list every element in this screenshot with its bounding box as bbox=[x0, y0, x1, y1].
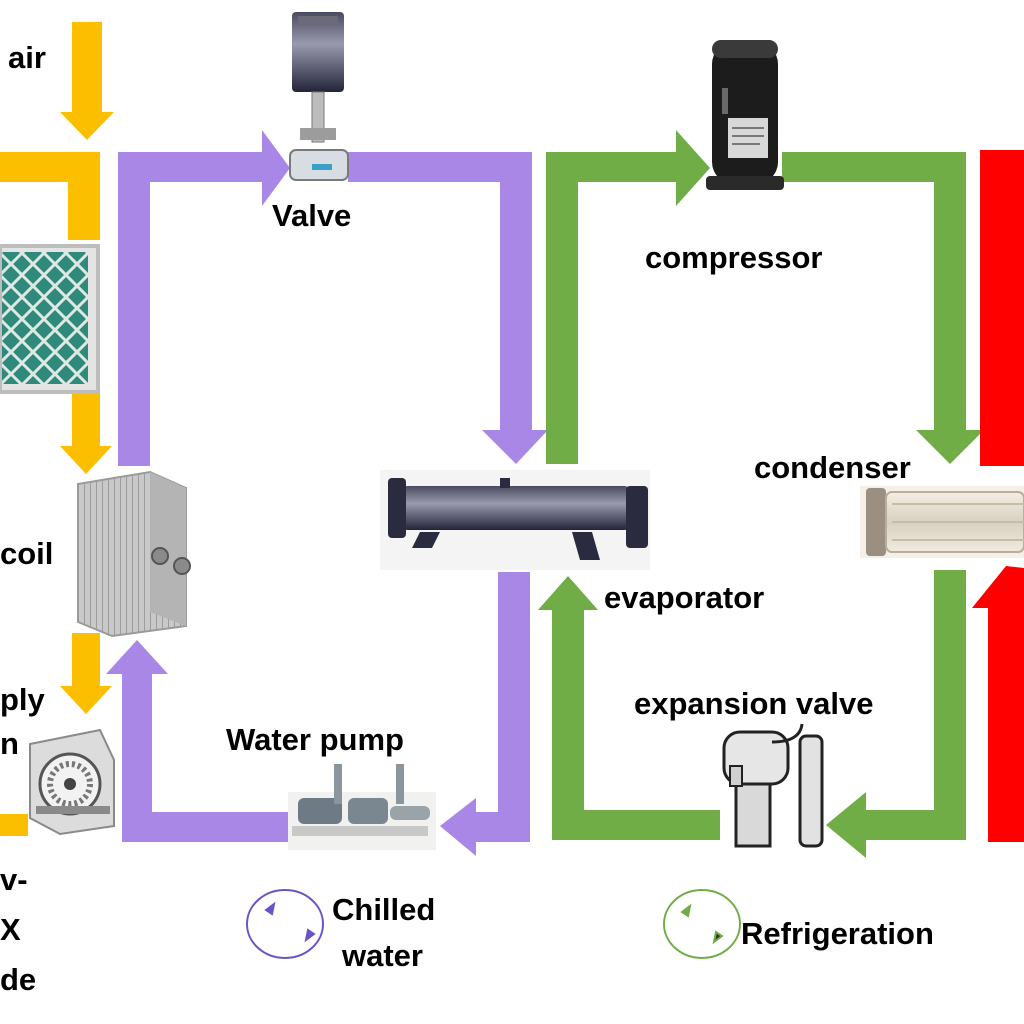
side-label-2: X bbox=[0, 912, 21, 947]
air-filter-icon bbox=[0, 244, 100, 394]
condenser-icon bbox=[860, 486, 1024, 558]
condenser-label: condenser bbox=[754, 450, 911, 485]
refrigeration-loop bbox=[538, 130, 984, 858]
supply-fan-label-1: ply bbox=[0, 682, 45, 717]
water-pump-label: Water pump bbox=[226, 722, 404, 757]
supply-fan-label-2: n bbox=[0, 726, 19, 761]
air-flow-arrows bbox=[0, 22, 114, 836]
chilled-water-loop bbox=[106, 130, 548, 856]
valve-label: Valve bbox=[272, 198, 352, 233]
supply-fan-icon bbox=[29, 728, 115, 836]
condenser-water-arrows bbox=[972, 150, 1024, 842]
side-label-3: de bbox=[0, 962, 37, 997]
cooling-coil-icon bbox=[77, 470, 191, 638]
air-label: air bbox=[8, 40, 46, 75]
evaporator-label: evaporator bbox=[604, 580, 765, 615]
compressor-icon bbox=[706, 40, 784, 190]
expansion-valve-label: expansion valve bbox=[634, 686, 874, 721]
chilled-water-legend-label-1: Chilled bbox=[332, 892, 436, 927]
chilled-water-legend-label-2: water bbox=[342, 938, 423, 973]
expansion-valve-icon bbox=[722, 723, 824, 848]
refrigeration-legend-icon bbox=[663, 889, 741, 959]
chilled-water-legend-icon bbox=[246, 889, 324, 959]
coil-label: coil bbox=[0, 536, 54, 571]
refrigeration-legend-label: Refrigeration bbox=[741, 916, 934, 951]
control-valve-icon bbox=[289, 12, 349, 181]
water-pump-icon bbox=[288, 764, 436, 850]
compressor-label: compressor bbox=[645, 240, 823, 275]
side-label-1: v- bbox=[0, 862, 28, 897]
evaporator-icon bbox=[380, 470, 650, 570]
